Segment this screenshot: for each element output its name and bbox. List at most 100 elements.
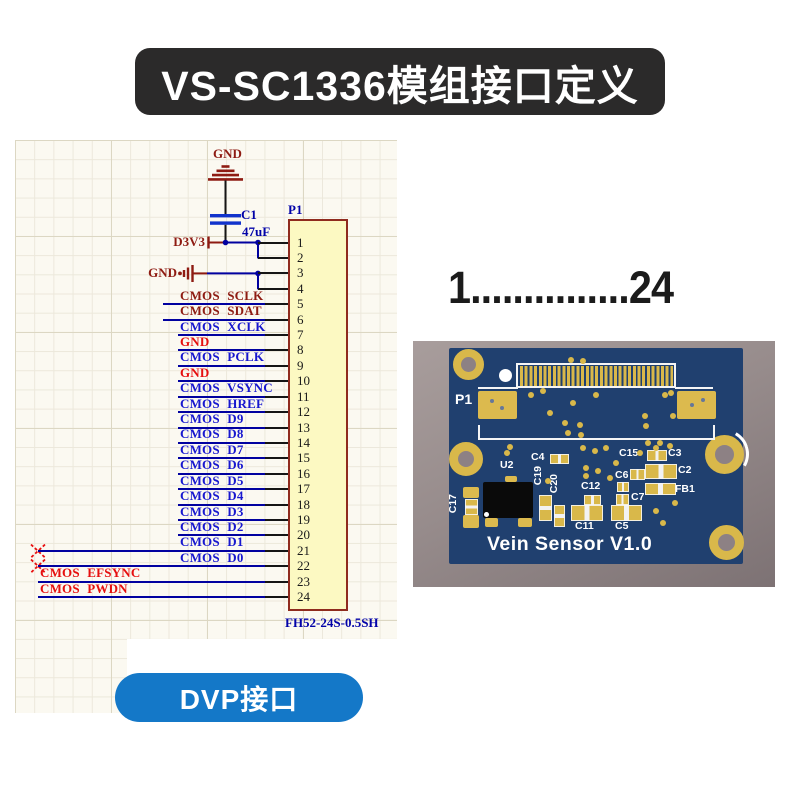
pin-stub-19 [265,519,288,522]
pin-number-20: 20 [297,527,310,543]
pin-stub-21 [265,549,288,552]
pin-number-17: 17 [297,481,310,497]
pin-number-9: 9 [297,357,304,373]
pin-label-cmos-sdat: CMOS SDAT [180,303,262,319]
component-label-c12: C12 [581,480,601,492]
pin-number-3: 3 [297,265,304,281]
pin-number-5: 5 [297,296,304,312]
pin-stub-13 [265,426,288,429]
component-pads-c6 [630,469,645,480]
fpc-connector-outline [516,363,676,388]
pin-number-19: 19 [297,512,310,528]
pin-number-12: 12 [297,404,310,420]
connector-part-number: FH52-24S-0.5SH [285,615,379,630]
via [662,392,668,398]
via [583,473,589,479]
pin-stub-5 [265,303,288,306]
pin-label-cmos-pwdn: CMOS PWDN [40,580,128,596]
via [653,508,659,514]
component-pads-c2 [645,464,677,479]
component-pads-c4 [550,454,569,464]
pin-number-1: 1 [297,234,304,250]
silkscreen-graphics [478,387,715,440]
via [570,400,576,406]
chip-pad [463,515,479,528]
pin-number-21: 21 [297,542,310,558]
via [660,520,666,526]
pin-stub-11 [265,395,288,398]
pin-stub-2 [258,256,288,259]
net-wire-20 [178,534,265,537]
pin-label-cmos-d3: CMOS D3 [180,503,244,519]
connector-symbol-body [288,219,348,611]
connector-ref: P1 [288,202,303,217]
pin-number-10: 10 [297,373,310,389]
pin-number-4: 4 [297,280,304,296]
pin-number-18: 18 [297,496,310,512]
component-label-c20: C20 [548,474,560,494]
pin-stub-8 [265,349,288,352]
component-pads-c17 [465,499,478,515]
chip-pad [485,518,498,527]
pin-number-13: 13 [297,419,310,435]
via [653,445,659,451]
pin-stub-3 [258,272,288,275]
pin-stub-16 [265,472,288,475]
pin-label-cmos-d9: CMOS D9 [180,411,244,427]
via [540,388,546,394]
ground-symbol-left [182,265,207,282]
pin-label-cmos-d5: CMOS D5 [180,472,244,488]
power-net-label: D3V3 [173,234,205,249]
net-wire-8 [178,349,265,352]
via [672,500,678,506]
pin-number-24: 24 [297,589,310,605]
pin-number-11: 11 [297,388,310,404]
net-wire-11 [178,395,265,398]
pin1-marker-dot [499,369,512,382]
component-label-c4: C4 [531,451,545,463]
pin-label-cmos-xclk: CMOS XCLK [180,318,266,334]
pin-label-cmos-d8: CMOS D8 [180,426,244,442]
via [583,465,589,471]
net-wire-16 [178,472,265,475]
pad-dot [690,403,694,407]
pin-stub-7 [265,334,288,337]
component-pads-c5 [611,505,642,521]
net-wire-14 [178,441,265,444]
pcb-silk-ref: P1 [455,391,473,407]
mounting-hole-top-left [453,349,484,380]
capacitor-value: 47uF [242,224,271,239]
board-title: Vein Sensor V1.0 [487,533,653,555]
pin-label-cmos-d2: CMOS D2 [180,518,244,534]
ground-pin-dot [178,271,182,276]
pin-number-7: 7 [297,327,304,343]
connector-anchor-pad-left [478,391,517,419]
via [645,440,651,446]
via [642,413,648,419]
pin-stub-23 [265,580,288,583]
connector-anchor-pad-right [677,391,716,419]
pin-stub-20 [265,534,288,537]
top-ground-label: GND [213,146,242,161]
pin-number-2: 2 [297,249,304,265]
component-label-c6: C6 [615,469,629,481]
chip-pad [463,487,479,498]
fpc-connector-pins [520,366,673,386]
schematic-panel: GND C1 47uF D3V3 GND P1 FH52-24S-0.5SH 1… [15,140,397,713]
ground-symbol-top [208,165,243,181]
pin-label-cmos-d1: CMOS D1 [180,534,244,550]
pin-number-22: 22 [297,558,310,574]
component-label-fb1: FB1 [675,483,695,495]
via [580,445,586,451]
dvp-interface-button[interactable]: DVP接口 [115,673,363,722]
component-label-c17: C17 [447,494,459,514]
pin-stub-6 [265,318,288,321]
net-wire-17 [178,488,265,491]
mounting-hole-bottom-right [709,525,744,560]
component-label-u2: U2 [500,459,514,471]
component-label-c5: C5 [615,520,629,532]
pin-stub-24 [265,596,288,599]
via [568,357,574,363]
